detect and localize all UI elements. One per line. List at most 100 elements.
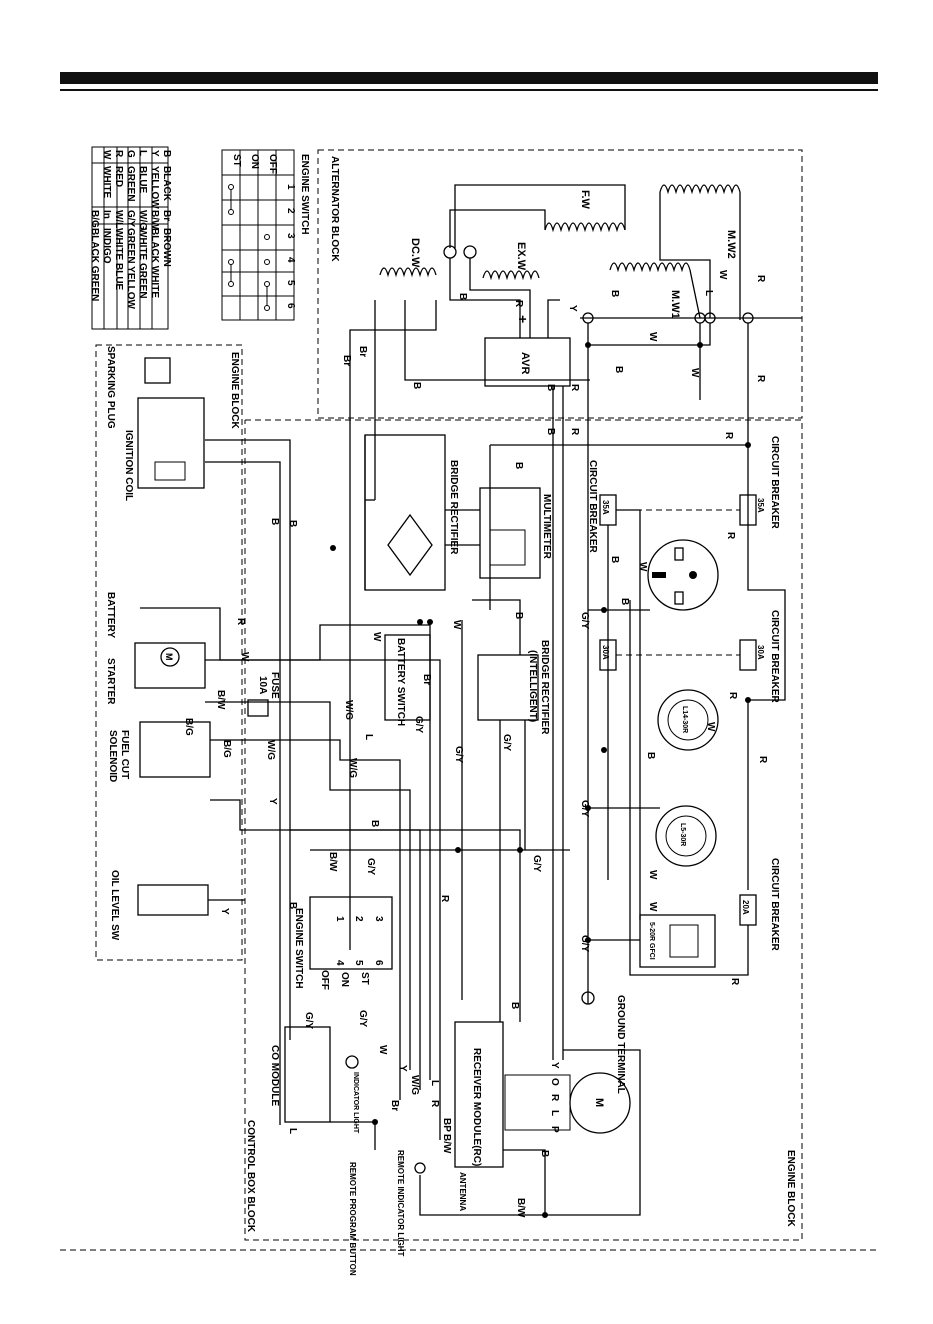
wire-label-r13: R bbox=[429, 1100, 440, 1108]
battery-switch-label: BATTERY SWITCH bbox=[395, 638, 406, 726]
gfci-receptacle bbox=[639, 914, 716, 968]
wire-label-w4: W bbox=[637, 562, 648, 572]
wire-label-r9: R bbox=[757, 756, 768, 764]
wire-label-y5: Y bbox=[549, 1062, 560, 1069]
ground-terminal-label: GROUND TERMINAL bbox=[615, 995, 626, 1094]
fw-label: F.W bbox=[579, 190, 591, 210]
sw-row-off: OFF bbox=[267, 154, 278, 174]
fuse-label: FUSE bbox=[269, 672, 280, 699]
multimeter-box bbox=[479, 487, 541, 579]
legend-r4-c2: W/L bbox=[113, 210, 124, 228]
remote-indicator-icon bbox=[414, 1162, 426, 1174]
wire-label-r14: R bbox=[549, 1094, 560, 1102]
wire-label-w2: W bbox=[689, 368, 700, 378]
wire-label-l4: L bbox=[287, 1128, 298, 1134]
legend-r1-c3: BLACK WHITE bbox=[149, 228, 160, 298]
cb-label-1: CIRCUIT BREAKER bbox=[769, 436, 780, 530]
wire-label-b14: B bbox=[509, 1002, 520, 1009]
antenna-label: ANTENNA bbox=[458, 1172, 467, 1211]
wire-label-w7: W bbox=[647, 902, 658, 912]
bridge-rectifier-box bbox=[364, 434, 446, 591]
sw-col-3: 3 bbox=[285, 233, 296, 239]
legend-r0-c0: B bbox=[161, 150, 172, 157]
cb-35a-label: 35A bbox=[756, 498, 765, 513]
legend-r1-c0: Y bbox=[149, 150, 160, 157]
sw-table-title: ENGINE SWITCH bbox=[299, 154, 310, 235]
wire-label-y1: Y bbox=[567, 305, 578, 312]
engine-switch-table: OFF ON ST 1 2 3 4 5 6 ENGINE SWITCH bbox=[221, 149, 310, 321]
multimeter-label: MULTIMETER bbox=[541, 494, 552, 560]
sw-col-4: 4 bbox=[285, 257, 296, 263]
wire-label-bw2: B/W bbox=[215, 690, 226, 710]
legend-r0-c2: Br bbox=[161, 210, 172, 221]
exw-label: EX.W bbox=[515, 242, 527, 271]
sw-col-1: 1 bbox=[285, 184, 296, 190]
wire-label-b1: B bbox=[613, 366, 624, 373]
bridge-rectifier-intelligent-box bbox=[477, 654, 539, 721]
l5-label: L5-30R bbox=[679, 823, 686, 846]
wire-label-w5: W bbox=[705, 722, 716, 732]
battery-label: BATTERY bbox=[105, 592, 116, 638]
control-box-outline bbox=[244, 419, 803, 1241]
l14-label: L14-30R bbox=[681, 706, 688, 733]
dc-winding: DC.W bbox=[379, 238, 437, 278]
cb-label-3: CIRCUIT BREAKER bbox=[769, 610, 780, 704]
sw-5-label: 5 bbox=[353, 960, 364, 966]
receptacle-l5 bbox=[655, 805, 717, 867]
wire-label-gw: W/G bbox=[409, 1075, 420, 1095]
wire-label-gy9: G/Y bbox=[303, 1012, 314, 1030]
wire-label-p: P bbox=[549, 1126, 560, 1133]
wire-label-w8: W bbox=[451, 620, 462, 630]
sw-row-on: ON bbox=[249, 154, 260, 169]
indicator-light-icon bbox=[345, 1055, 359, 1069]
brush-2 bbox=[463, 245, 477, 259]
wire-label-w1: W bbox=[717, 270, 728, 280]
receiver-module bbox=[454, 1021, 504, 1168]
header-bar bbox=[60, 72, 878, 84]
spark-plug bbox=[144, 357, 171, 384]
receiver-label: RECEIVER MODULE(RC) bbox=[471, 1048, 482, 1166]
wire-label-br3: Br bbox=[421, 674, 432, 685]
wire-label-gy5: G/Y bbox=[501, 734, 512, 752]
legend-r0-c3: BROWN bbox=[161, 228, 172, 267]
legend-r2-c3: WHITE GREEN bbox=[137, 228, 148, 299]
legend-r2-c1: BLUE bbox=[137, 166, 148, 194]
sw-row-st: ST bbox=[231, 154, 242, 167]
sw-1-label: 1 bbox=[334, 916, 345, 922]
wire-label-b3: B bbox=[545, 384, 556, 391]
engine-switch-box bbox=[309, 896, 393, 970]
wire-label-b6: B bbox=[411, 382, 422, 389]
wire-label-b8: B bbox=[619, 598, 630, 605]
wire-label-b12: B bbox=[369, 820, 380, 827]
fuel-cut-label: FUEL CUT bbox=[119, 730, 130, 779]
starter-motor-icon bbox=[160, 647, 180, 667]
wire-label-gy8: G/Y bbox=[365, 858, 376, 876]
oil-level-label: OIL LEVEL SW bbox=[109, 870, 120, 941]
wire-label-w10: W bbox=[239, 652, 250, 662]
wire-label-r11: R bbox=[439, 895, 450, 903]
main-winding-1: M.W1 bbox=[609, 262, 701, 319]
legend-r0-c1: BLACK bbox=[161, 166, 172, 202]
wire-label-b15: B bbox=[287, 520, 298, 527]
wire-label-y2: Y bbox=[267, 798, 278, 805]
wire-label-bg2: B/G bbox=[183, 718, 194, 736]
legend-r3-c1: GREEN bbox=[125, 166, 136, 202]
avr-box bbox=[484, 337, 571, 387]
legend-r5-c1: WHITE bbox=[101, 166, 112, 199]
wire-label-bw4: B/W bbox=[515, 1198, 526, 1218]
wire-label-b11: B bbox=[513, 612, 524, 619]
color-legend: B BLACK Br BROWN Y YELLOW B/W BLACK WHIT… bbox=[89, 146, 172, 330]
wire-label-o: O bbox=[549, 1078, 560, 1086]
solenoid-label: SOLENOID bbox=[107, 730, 118, 782]
sw-on-label: ON bbox=[339, 972, 350, 987]
motor-connector bbox=[504, 1074, 571, 1131]
wire-label-r1: R bbox=[755, 275, 766, 283]
wire-label-b9: B bbox=[609, 556, 620, 563]
fuse-box bbox=[247, 699, 269, 717]
receptacle-35a bbox=[647, 539, 719, 611]
wire-label-l2: L bbox=[363, 734, 374, 740]
wire-label-plus: + bbox=[515, 315, 531, 323]
legend-r3-c2: G/Y bbox=[125, 210, 136, 228]
wire-label-bp: BP bbox=[441, 1118, 452, 1132]
